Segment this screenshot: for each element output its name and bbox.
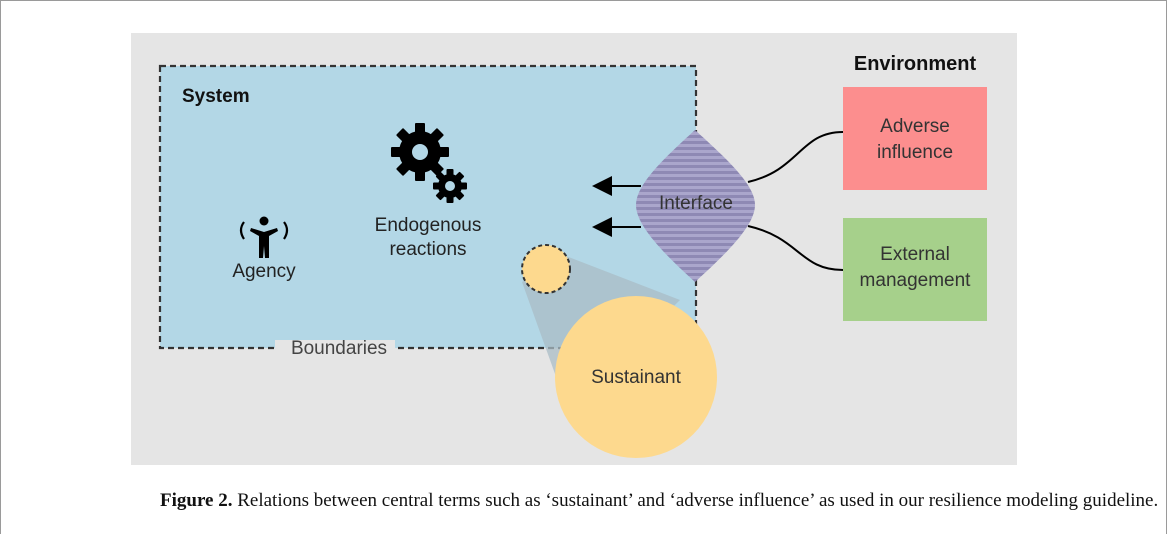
sustainant-label: Sustainant — [591, 367, 681, 388]
caption-label: Figure 2. — [160, 490, 233, 511]
environment-label: Environment — [853, 53, 977, 75]
endogenous-label-line1: Endogenous — [374, 215, 482, 236]
system-boundary — [158, 64, 698, 350]
gears-icon — [391, 123, 467, 203]
endogenous-label-line2: reactions — [389, 239, 467, 260]
sustainant-small-circle — [521, 244, 571, 294]
connector-external — [747, 225, 844, 271]
figure-caption: Figure 2. Relations between central term… — [160, 490, 1160, 512]
connector-adverse — [747, 131, 844, 183]
interface-shape — [636, 130, 755, 282]
sustainant-circle — [555, 296, 717, 458]
external-label-line2: management — [859, 270, 971, 291]
adverse-label-line1: Adverse — [880, 116, 950, 137]
external-management-box — [843, 218, 987, 321]
agency-label: Agency — [232, 261, 296, 282]
external-label-line1: External — [880, 244, 950, 265]
interface-label: Interface — [659, 193, 733, 214]
boundaries-label: Boundaries — [290, 338, 388, 359]
caption-text: Relations between central terms such as … — [232, 490, 1159, 511]
adverse-influence-box — [843, 87, 987, 190]
agency-icon — [239, 216, 289, 258]
system-label: System — [182, 86, 250, 107]
adverse-label-line2: influence — [876, 142, 954, 163]
